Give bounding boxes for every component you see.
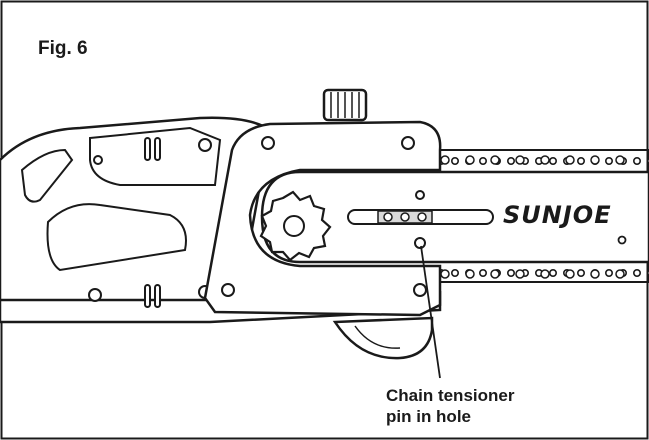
callout-line-1: Chain tensioner bbox=[386, 386, 515, 405]
tensioner-pin-hole-icon bbox=[414, 237, 426, 249]
screw-hole-icon bbox=[401, 136, 415, 150]
tension-knob-icon bbox=[322, 88, 368, 122]
figure-label: Fig. 6 bbox=[38, 38, 88, 59]
bar-hole-icon bbox=[617, 235, 627, 245]
bar-hole-icon bbox=[415, 190, 425, 200]
drive-sprocket-icon bbox=[259, 190, 332, 262]
screw-hole-icon bbox=[221, 283, 235, 297]
sprocket-cover bbox=[203, 88, 442, 317]
screw-hole-icon bbox=[88, 288, 102, 302]
lower-guard bbox=[332, 316, 434, 360]
screw-hole-icon bbox=[93, 155, 103, 165]
brand-logo: SUNJOE bbox=[503, 201, 612, 229]
screw-hole-icon bbox=[261, 136, 275, 150]
callout-leader-line bbox=[420, 245, 441, 379]
screw-hole-icon bbox=[413, 283, 427, 297]
screw-hole-icon bbox=[198, 138, 212, 152]
tensioner-screws bbox=[377, 210, 433, 224]
callout-line-2: pin in hole bbox=[386, 407, 471, 426]
